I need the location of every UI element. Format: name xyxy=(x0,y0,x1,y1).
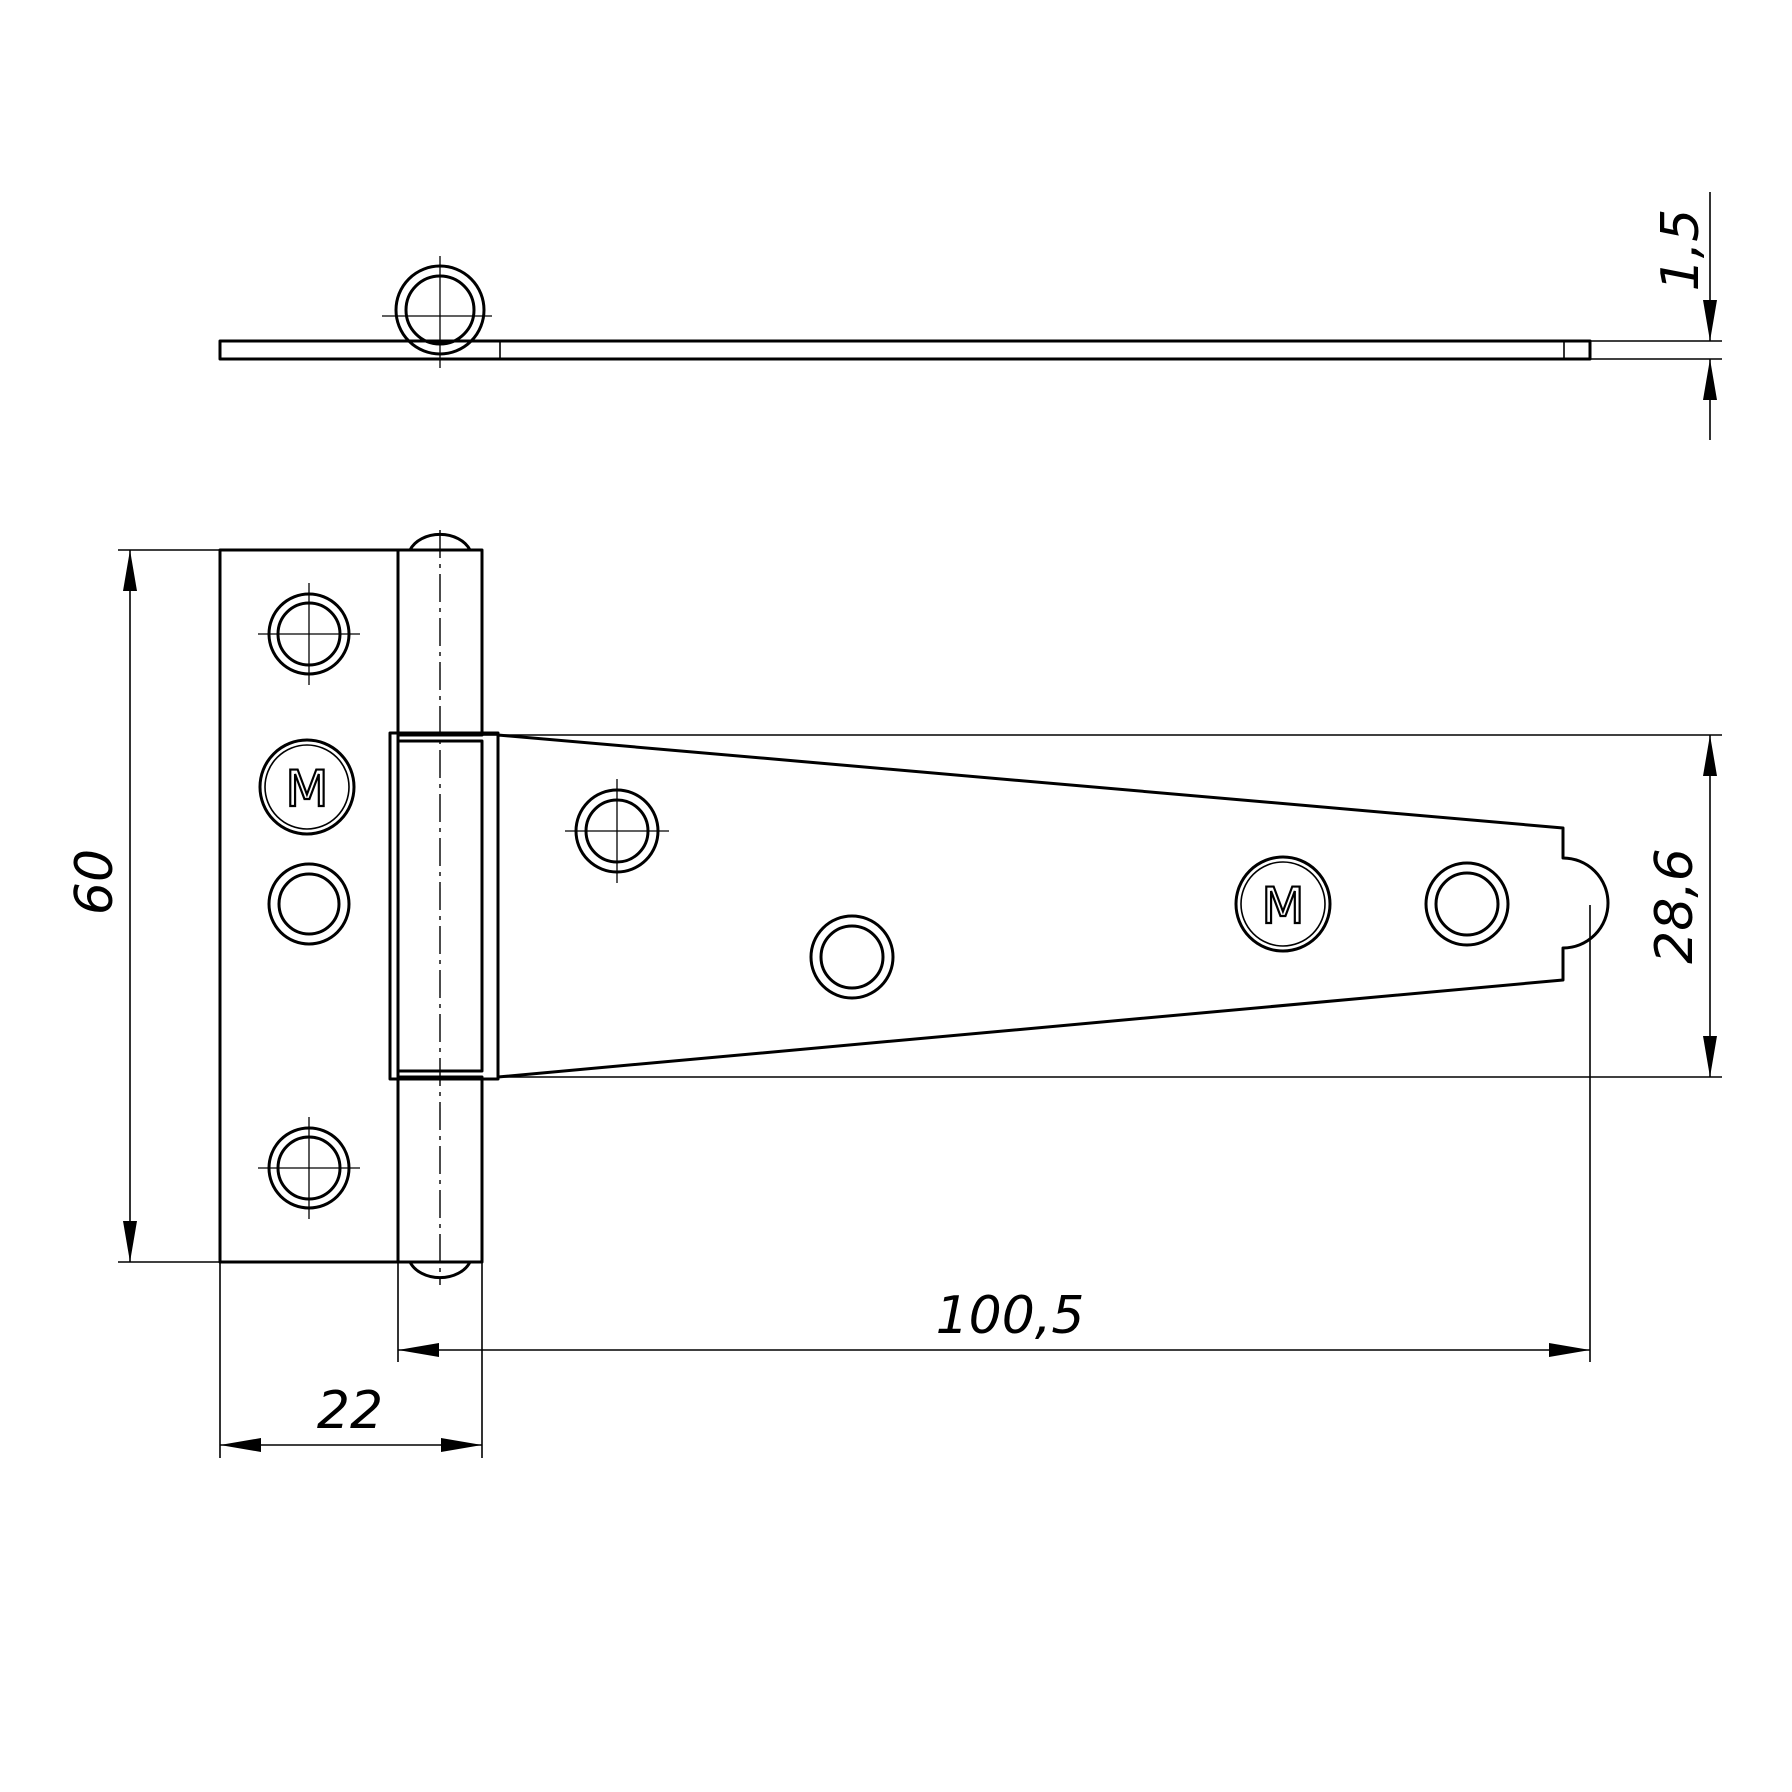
dim-text-leaf-width: 22 xyxy=(317,1381,383,1441)
hole-left-top xyxy=(258,583,360,685)
arrow-down xyxy=(1703,300,1717,341)
hole-strap-1 xyxy=(565,779,669,883)
logo-letter-left: M xyxy=(285,760,328,818)
dimension-leaf-width: 22 xyxy=(219,1262,483,1458)
pin-head-bottom xyxy=(408,1261,472,1280)
hole-left-middle xyxy=(267,862,351,946)
hole-strap-3 xyxy=(1424,861,1510,947)
hole-strap-2 xyxy=(809,914,895,1000)
dimension-thickness: 1,5 xyxy=(1590,192,1722,440)
arrow-up xyxy=(123,550,137,591)
dimension-strap-length: 100,5 xyxy=(397,905,1591,1362)
dimension-strap-width: 28,6 xyxy=(498,734,1722,1078)
hole-left-bottom xyxy=(258,1117,360,1219)
arrow-right xyxy=(441,1438,482,1452)
arrow-left xyxy=(220,1438,261,1452)
logo-letter-strap: M xyxy=(1261,877,1304,935)
logo-strap: M xyxy=(1234,855,1332,953)
dim-text-thickness: 1,5 xyxy=(1651,209,1711,292)
arrow-down xyxy=(1703,1036,1717,1077)
dim-text-height: 60 xyxy=(65,849,125,915)
arrow-right xyxy=(1549,1343,1590,1357)
top-view-plate xyxy=(218,339,1592,361)
dim-text-strap-width: 28,6 xyxy=(1645,848,1705,964)
logo-left: M xyxy=(258,738,356,836)
arrow-up xyxy=(1703,359,1717,400)
front-view: M M xyxy=(218,530,1610,1285)
dim-text-strap-length: 100,5 xyxy=(936,1286,1085,1346)
strap-leaf xyxy=(496,733,1610,1079)
arrow-left xyxy=(398,1343,439,1357)
arrow-up xyxy=(1703,735,1717,776)
top-view xyxy=(218,256,1592,368)
arrow-down xyxy=(123,1221,137,1262)
dimension-height: 60 xyxy=(65,549,220,1263)
strap-knuckle-inner xyxy=(396,739,484,1073)
